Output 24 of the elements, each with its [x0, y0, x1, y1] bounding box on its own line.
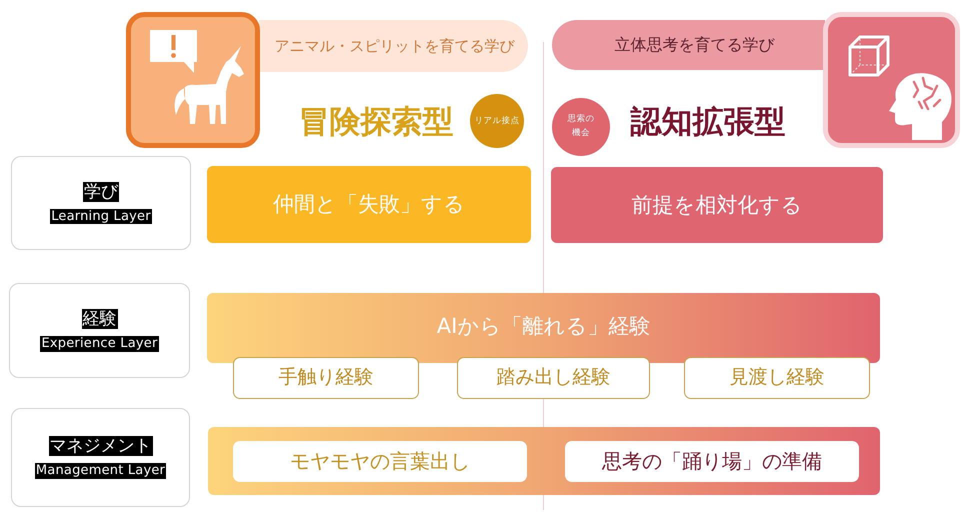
- experience-box: 踏み出し経験: [457, 357, 650, 399]
- action-box: 仲間と「失敗」する: [207, 166, 531, 243]
- layer-card: [9, 283, 190, 378]
- title-pill: 立体思考を育てる学び: [552, 20, 825, 70]
- layer-subtitle: Learning Layer: [50, 208, 152, 224]
- experience-box: 見渡し経験: [684, 357, 870, 399]
- management-box: モヤモヤの言葉出し: [233, 441, 527, 482]
- badge-circle: 思索の機会: [552, 98, 610, 156]
- layer-subtitle: Experience Layer: [40, 336, 159, 352]
- layer-title: 学び: [83, 182, 119, 202]
- type-heading: 冒険探索型: [298, 104, 454, 141]
- title-pill: アニマル・スピリットを育てる学び: [259, 20, 528, 72]
- gradient-band: AIから「離れる」経験: [207, 293, 880, 363]
- layer-card: [11, 408, 190, 507]
- badge-circle: リアル接点: [470, 94, 524, 148]
- action-box: 前提を相対化する: [551, 167, 883, 243]
- management-box: 思考の「踊り場」の準備: [565, 441, 859, 482]
- layer-card: [11, 156, 191, 250]
- layer-title: 経験: [82, 309, 118, 330]
- type-heading: 認知拡張型: [630, 104, 786, 141]
- experience-box: 手触り経験: [233, 357, 419, 399]
- layer-subtitle: Management Layer: [34, 463, 166, 479]
- gradient-band: [208, 427, 880, 495]
- layer-title: マネジメント: [48, 436, 152, 456]
